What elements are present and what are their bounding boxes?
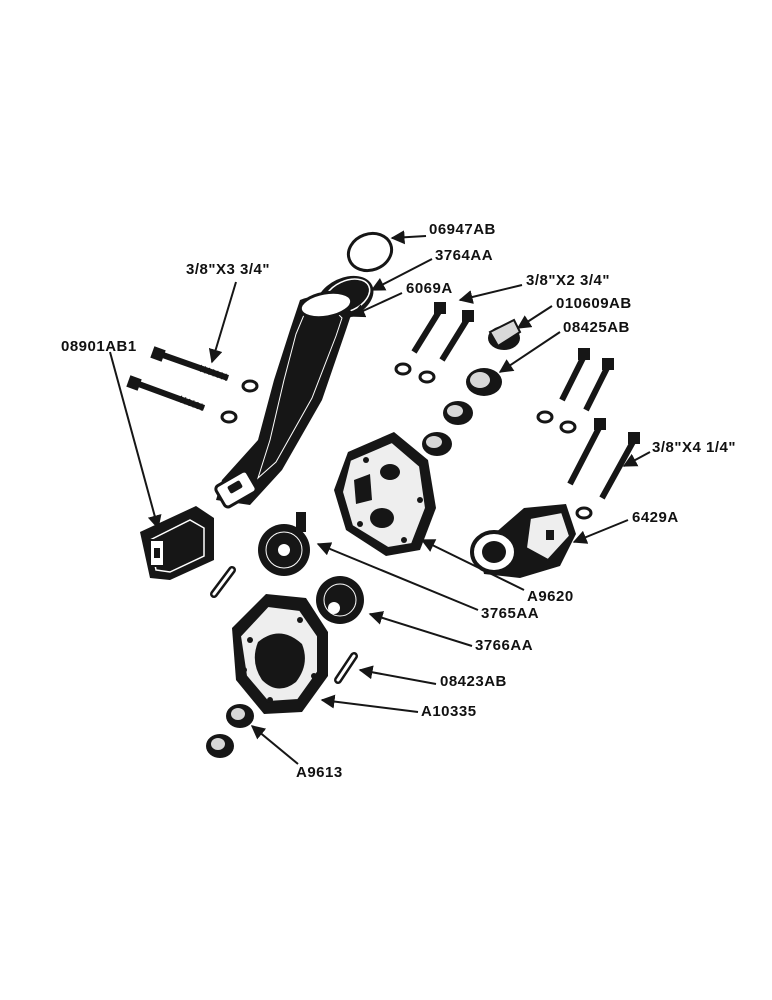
dowel-pin-right <box>334 652 358 684</box>
roller-bearing-lower <box>422 432 452 456</box>
bolt-upper-2 <box>439 310 474 362</box>
lock-washer-right-1 <box>536 410 554 424</box>
lock-washer-right-2 <box>559 420 577 434</box>
callout-3765AA: 3765AA <box>481 605 540 622</box>
bolt-right-upper-1 <box>559 348 590 402</box>
callout-bolt-3-8x2-3-4: 3/8"X2 3/4" <box>526 272 610 289</box>
leader-A9613 <box>250 725 299 765</box>
callout-A10335: A10335 <box>421 703 477 720</box>
leader-3766AA <box>368 611 473 647</box>
bolt-right-lower-1 <box>567 418 606 486</box>
leader-08425AB <box>498 331 561 373</box>
callout-3764AA: 3764AA <box>435 247 494 264</box>
callout-A9620: A9620 <box>527 588 574 605</box>
lock-washer-right-3 <box>575 506 593 520</box>
lock-washer-left-2 <box>220 410 238 424</box>
leader-08901AB1 <box>109 351 162 530</box>
idler-gear <box>316 576 364 624</box>
lock-washer-left-1 <box>241 379 259 393</box>
leader-A10335 <box>320 694 419 713</box>
callout-3766AA: 3766AA <box>475 637 534 654</box>
leader-lines <box>109 230 651 765</box>
bolt-upper-1 <box>411 302 446 354</box>
leader-3-8x3-3-4 <box>208 281 237 364</box>
callout-A9613: A9613 <box>296 764 343 781</box>
callout-08423AB: 08423AB <box>440 673 507 690</box>
callout-6069A: 6069A <box>406 280 453 297</box>
bushing <box>466 368 502 396</box>
leader-010609AB <box>516 305 553 329</box>
pump-housing <box>232 594 328 714</box>
roller-bearing-bottom-2 <box>206 734 234 758</box>
plug <box>488 318 522 350</box>
bolt-right-lower-2 <box>599 432 640 500</box>
lock-washer-upper-1 <box>394 362 412 376</box>
callout-bolt-3-8x4-1-4: 3/8"X4 1/4" <box>652 439 736 456</box>
bolt-right-upper-2 <box>583 358 614 412</box>
roller-bearing-bottom-1 <box>226 704 254 728</box>
leader-3-8x4-1-4 <box>622 451 651 467</box>
pump-cover <box>470 504 576 578</box>
lock-washer-upper-2 <box>418 370 436 384</box>
roller-bearing-upper <box>443 401 473 425</box>
leader-3-8x2-3-4 <box>458 284 523 304</box>
callout-bolt-3-8x3-3-4: 3/8"X3 3/4" <box>186 261 270 278</box>
leader-3765AA <box>316 542 479 611</box>
pickup-tube <box>214 290 354 509</box>
leader-3764AA <box>370 258 433 291</box>
callout-6429A: 6429A <box>632 509 679 526</box>
leader-A9620 <box>420 539 525 591</box>
callout-06947AB: 06947AB <box>429 221 496 238</box>
leader-6069A <box>350 292 403 318</box>
leader-08423AB <box>358 665 437 685</box>
drive-gear <box>258 512 310 576</box>
callout-08425AB: 08425AB <box>563 319 630 336</box>
leader-6429A <box>572 519 629 544</box>
snap-ring <box>346 231 394 273</box>
callout-010609AB: 010609AB <box>556 295 632 312</box>
pump-body-plate <box>334 432 436 556</box>
bolt-left-upper <box>150 346 230 382</box>
bolt-left-lower <box>126 375 206 412</box>
leader-06947AB <box>390 230 427 245</box>
dowel-pin-left <box>210 566 236 598</box>
callout-08901AB1: 08901AB1 <box>61 338 137 355</box>
gasket <box>140 506 214 580</box>
